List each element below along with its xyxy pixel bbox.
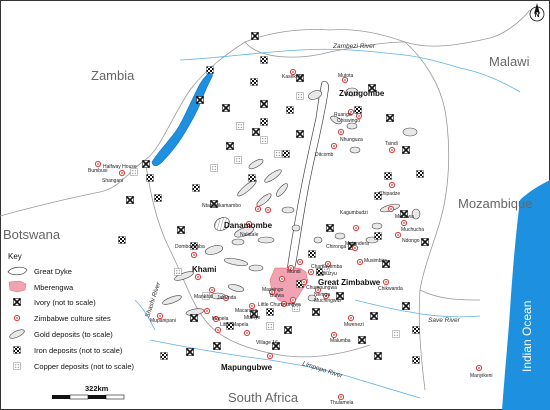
site-label-mtanye: Mtanye xyxy=(244,315,261,321)
lake-kariba xyxy=(151,71,213,167)
site-label-shangani: Shangani xyxy=(102,178,123,184)
site-label-mutota: Mutota xyxy=(338,73,354,79)
site-label-massingo: Massingo xyxy=(262,287,284,293)
site-label-macardon: Macardon xyxy=(235,308,257,314)
site-label-muraiwa: Muraiwa xyxy=(395,214,414,220)
site-label-muchucha: Muchucha xyxy=(401,227,424,233)
legend-label-great-dyke: Great Dyke xyxy=(34,267,72,276)
site-label-chipadze: Chipadze xyxy=(379,191,400,197)
site-label-chikwanda: Chikwanda xyxy=(378,286,403,292)
site-label-nalatale: Nalatale xyxy=(240,232,259,238)
north-arrow: N xyxy=(529,3,545,22)
site-label-ntabazikamambo: Ntabazikamambo xyxy=(202,203,241,209)
site-label-mapungubwe: Mapungubwe xyxy=(221,363,273,372)
gold-deposits xyxy=(162,87,421,316)
legend: Key Great Dyke Mberengwa Ivory (not to s… xyxy=(7,252,135,371)
river-label-zambezi: Zambezi River xyxy=(332,43,376,50)
site-label-zvongombe: Zvongombe xyxy=(339,89,385,98)
country-label-zambia: Zambia xyxy=(91,68,135,83)
legend-swatch-gold xyxy=(9,329,25,339)
legend-swatch-ivory xyxy=(12,297,22,307)
site-label-khami: Khami xyxy=(192,265,216,274)
site-label-mupanipani: Mupanipani xyxy=(150,318,176,324)
site-labels: Kasekete Mutota Ruanga Chiswingo Nhunguz… xyxy=(88,73,493,406)
site-label-chumnungwa: Chumnungwa xyxy=(306,285,337,291)
legend-label-sites: Zimbabwe culture sites xyxy=(34,314,111,323)
site-label-village16: Village 16 xyxy=(256,340,278,346)
site-label-mapela: Mapela xyxy=(212,316,229,322)
legend-label-gold: Gold deposits (to scale) xyxy=(34,330,113,339)
legend-swatch-copper xyxy=(13,362,21,370)
site-label-mundi: Mundi xyxy=(287,269,301,275)
site-label-kagumbudzi: Kagumbudzi xyxy=(340,210,368,216)
site-label-tsindi: Tsindi xyxy=(385,141,398,147)
legend-label-copper: Copper deposits (not to scale) xyxy=(34,362,135,371)
site-label-danamombe: Danamombe xyxy=(224,221,273,230)
legend-swatch-iron xyxy=(13,346,21,354)
site-label-ndongo: Ndongo xyxy=(402,238,420,244)
country-label-malawi: Malawi xyxy=(489,54,530,69)
site-label-great-zimbabwe: Great Zimbabwe xyxy=(318,278,381,287)
site-label-ruanga: Ruanga xyxy=(334,112,352,118)
site-label-pamuzyu: Pamuzyu xyxy=(316,271,337,277)
site-label-thulamela: Thulamela xyxy=(330,400,354,406)
site-label-chironga: Chironga xyxy=(326,244,347,250)
site-label-bumbusi: Bumbusi xyxy=(88,168,107,174)
site-label-malumba: Malumba xyxy=(330,338,351,344)
site-label-muchingwizi: Muchingwizi xyxy=(314,298,341,304)
country-label-mozambique: Mozambique xyxy=(458,196,532,211)
legend-label-ivory: Ivory (not to scale) xyxy=(34,298,96,307)
site-label-mwenezi: Mwenezi xyxy=(344,322,364,328)
site-label-bufwa: Bufwa xyxy=(270,293,284,299)
site-label-matendera: Matendera xyxy=(345,241,369,247)
site-label-chamayemba: Chamayemba xyxy=(311,264,342,270)
site-label-chiswingo: Chiswingo xyxy=(337,118,360,124)
site-label-musimbira: Musimbira xyxy=(364,258,387,264)
scale-bar: 322km xyxy=(52,384,125,400)
ocean-label: Indian Ocean xyxy=(520,301,534,372)
indian-ocean xyxy=(502,180,550,410)
site-label-manenzi: Manenzi xyxy=(194,294,213,300)
legend-swatch-great-dyke xyxy=(7,266,28,276)
legend-swatch-mberengwa xyxy=(8,280,27,293)
site-label-jahunda: Jahunda xyxy=(217,295,236,301)
legend-title: Key xyxy=(8,252,22,261)
scale-label: 322km xyxy=(85,384,109,393)
site-label-ditcomb: Ditcomb xyxy=(315,152,334,158)
legend-label-iron: Iron deposits (not to scale) xyxy=(34,346,123,355)
rivers xyxy=(134,48,521,399)
major-site-labels: Zvongombe Danamombe Khami Great Zimbabwe… xyxy=(192,89,385,372)
site-label-little-mapela: Little Mapela xyxy=(220,322,249,328)
site-label-kasekete: Kasekete xyxy=(282,74,303,80)
legend-swatch-sites xyxy=(13,314,21,322)
site-label-nhunguza: Nhunguza xyxy=(340,137,363,143)
site-label-manyikeni: Manyikeni xyxy=(470,373,493,379)
river-label-save: Save River xyxy=(428,317,461,324)
north-label: N xyxy=(535,12,540,19)
country-label-south-africa: South Africa xyxy=(228,390,299,405)
legend-label-mberengwa: Mberengwa xyxy=(34,283,74,292)
site-label-halfway-house: Halfway House xyxy=(103,164,137,170)
site-label-little-chumnungwa: Little Chumnungwa xyxy=(258,302,301,308)
site-label-nemga: Nemga xyxy=(314,292,330,298)
country-label-botswana: Botswana xyxy=(3,227,61,242)
site-label-domboshaba: Domboshaba xyxy=(175,244,205,250)
